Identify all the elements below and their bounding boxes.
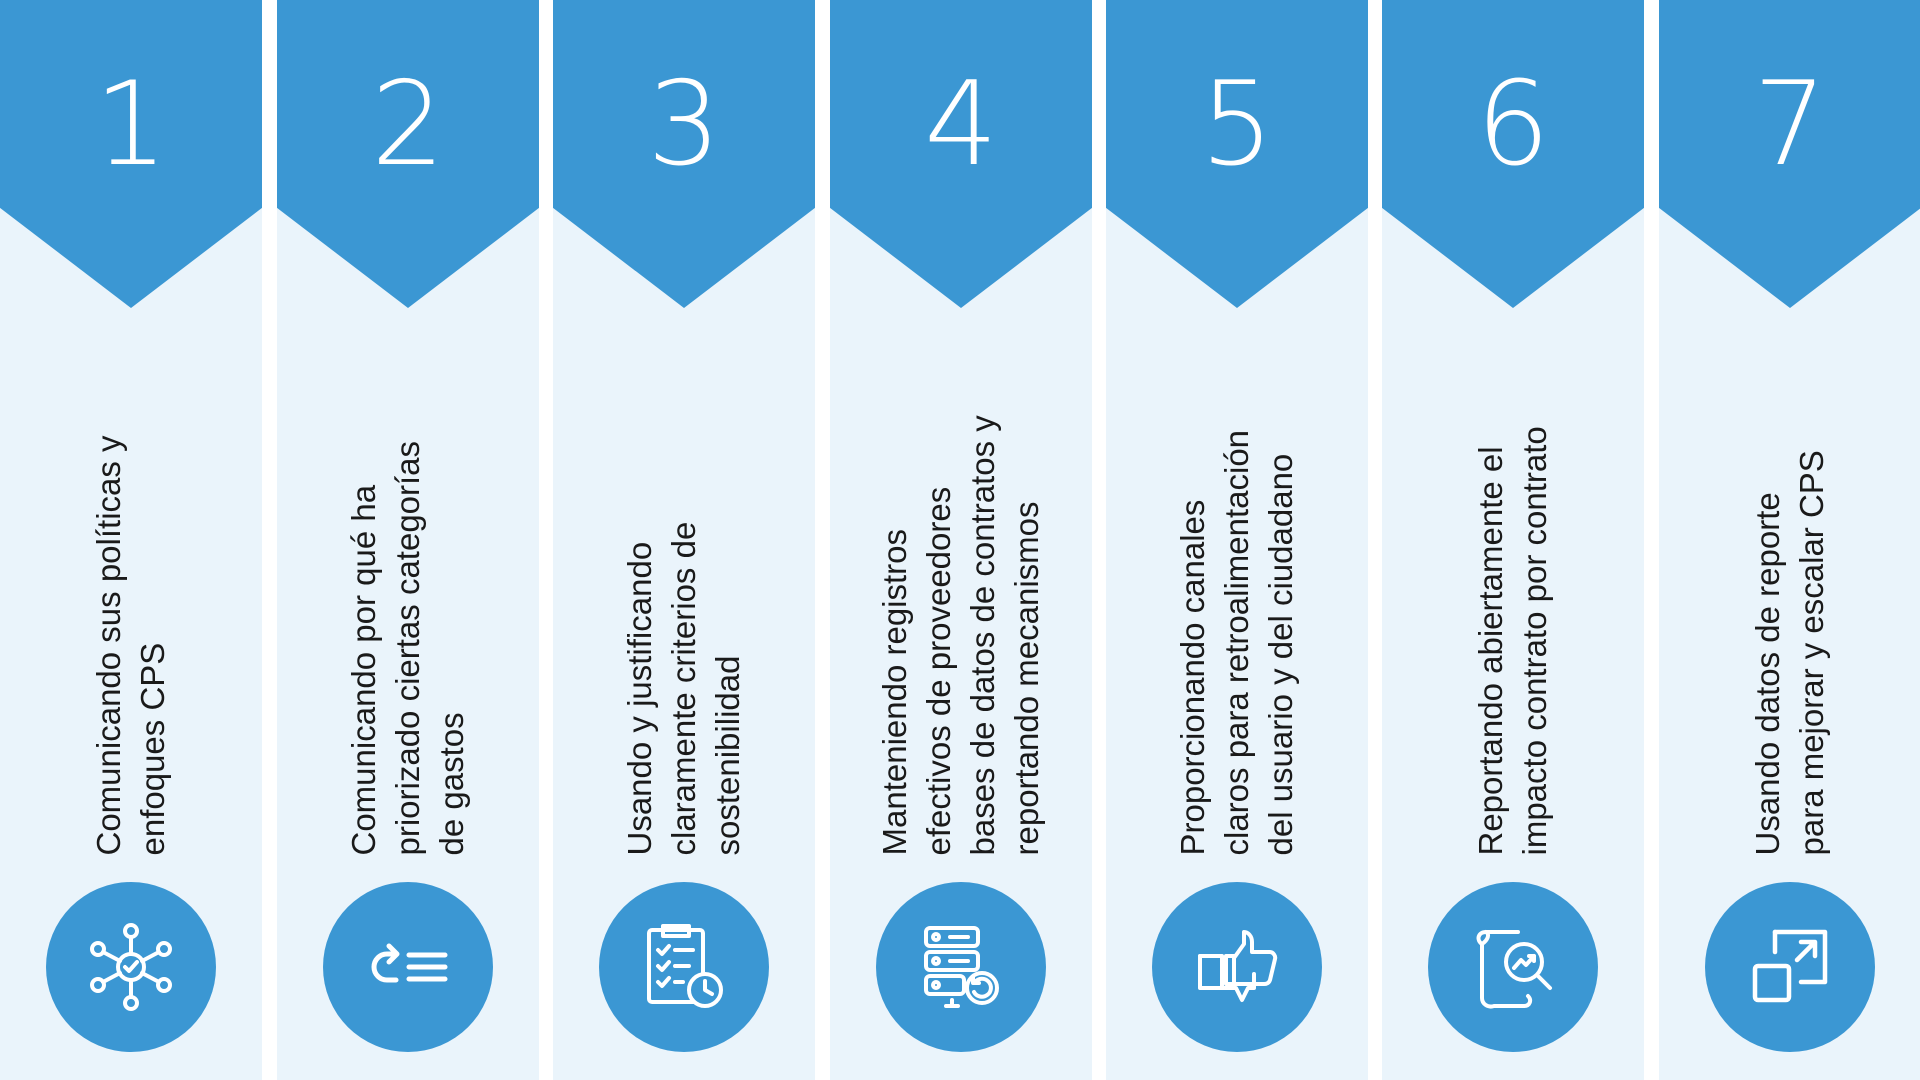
step-description-line: claros para retroalimentación xyxy=(1218,429,1255,855)
step-description-line: Proporcionando canales xyxy=(1174,499,1211,855)
step-description-line: Usando y justificando xyxy=(621,541,658,855)
step-number: 5 xyxy=(1200,57,1274,192)
step-description-line: Manteniendo registros xyxy=(876,528,913,855)
priority-list-icon xyxy=(371,943,448,983)
step-icon-badge xyxy=(1428,882,1598,1052)
step-description-line: efectivos de proveedores xyxy=(920,486,957,855)
step-description-line: reportando mecanismos xyxy=(1008,500,1045,855)
network-check-icon xyxy=(90,923,172,1011)
scale-up-icon xyxy=(1752,929,1828,1003)
thumbs-up-chat-icon xyxy=(1198,930,1278,1002)
step-description-line: claramente criterios de xyxy=(665,521,702,855)
checklist-clock-icon xyxy=(647,924,723,1008)
step-icon-badge xyxy=(1152,882,1322,1052)
document-analytics-icon xyxy=(1476,930,1552,1009)
step-number: 1 xyxy=(94,57,168,192)
step-icon-badge xyxy=(323,882,493,1052)
step-description-line: del usuario y del ciudadano xyxy=(1262,453,1299,855)
step-description-line: Comunicando por qué ha xyxy=(345,484,382,855)
step-description-line: para mejorar y escalar CPS xyxy=(1793,449,1830,855)
step-number: 2 xyxy=(371,57,445,192)
step-icon-badge xyxy=(46,882,216,1052)
step-description-line: priorizado ciertas categorías xyxy=(389,440,426,855)
step-number: 7 xyxy=(1753,57,1827,192)
step-description-line: impacto contrato por contrato xyxy=(1516,425,1553,855)
step-icon-badge xyxy=(876,882,1046,1052)
step-description-line: Reportando abiertamente el xyxy=(1472,445,1509,855)
step-icon-badge xyxy=(1705,882,1875,1052)
step-number: 3 xyxy=(647,57,721,192)
step-icon-badge xyxy=(599,882,769,1052)
step-description-line: Comunicando sus políticas y xyxy=(90,434,127,855)
database-refresh-icon xyxy=(924,926,999,1008)
step-description-line: enfoques CPS xyxy=(134,642,171,855)
step-description-line: bases de datos de contratos y xyxy=(964,414,1001,855)
step-number: 4 xyxy=(924,57,998,192)
step-description-line: de gastos xyxy=(433,711,470,855)
step-number: 6 xyxy=(1476,57,1550,192)
step-description-line: Usando datos de reporte xyxy=(1749,491,1786,855)
step-description-line: sostenibilidad xyxy=(709,655,746,855)
